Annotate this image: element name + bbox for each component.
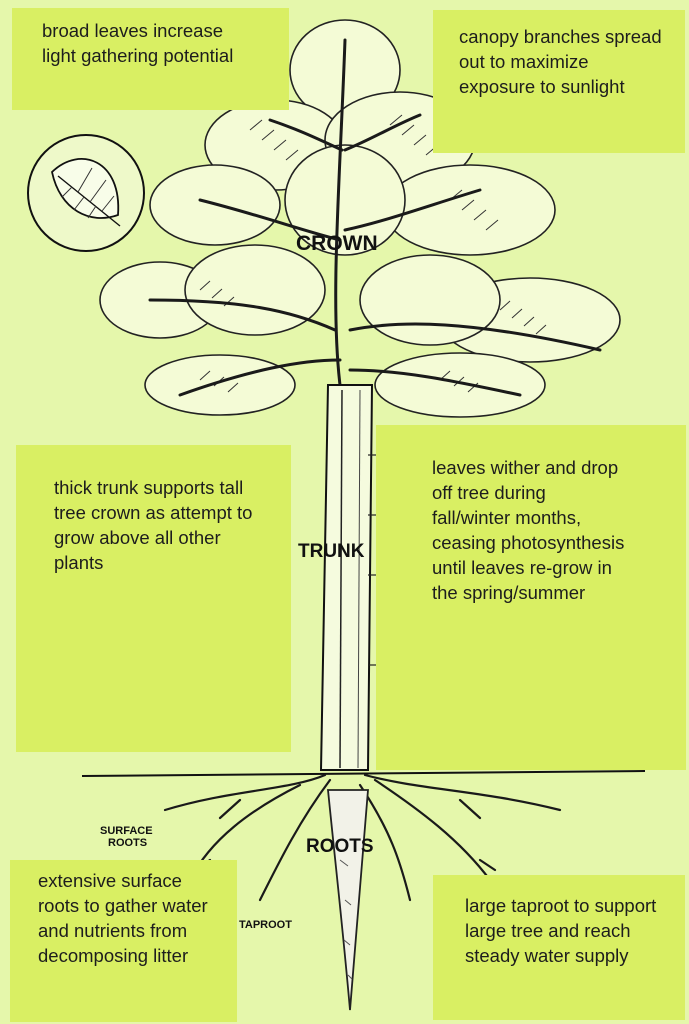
note-canopy-branches: canopy branches spread out to maximize e…	[433, 10, 685, 153]
note-broad-leaves: broad leaves increase light gathering po…	[12, 8, 289, 110]
surface-roots-label-line1: SURFACE	[100, 825, 153, 837]
taproot-drawing	[328, 790, 368, 1010]
roots-label: ROOTS	[306, 836, 374, 857]
ground-line	[82, 771, 645, 776]
trunk	[321, 385, 372, 770]
note-taproot: large taproot to support large tree and …	[433, 875, 685, 1020]
leaf-icon	[28, 135, 144, 251]
note-leaves-wither: leaves wither and drop off tree during f…	[376, 425, 686, 770]
taproot-label: TAPROOT	[239, 919, 292, 931]
crown-label: CROWN	[296, 232, 378, 255]
note-thick-trunk: thick trunk supports tall tree crown as …	[16, 445, 291, 752]
trunk-label: TRUNK	[298, 541, 365, 562]
surface-roots-label-line2: ROOTS	[108, 837, 147, 849]
note-surface-roots: extensive surface roots to gather water …	[10, 860, 237, 1022]
